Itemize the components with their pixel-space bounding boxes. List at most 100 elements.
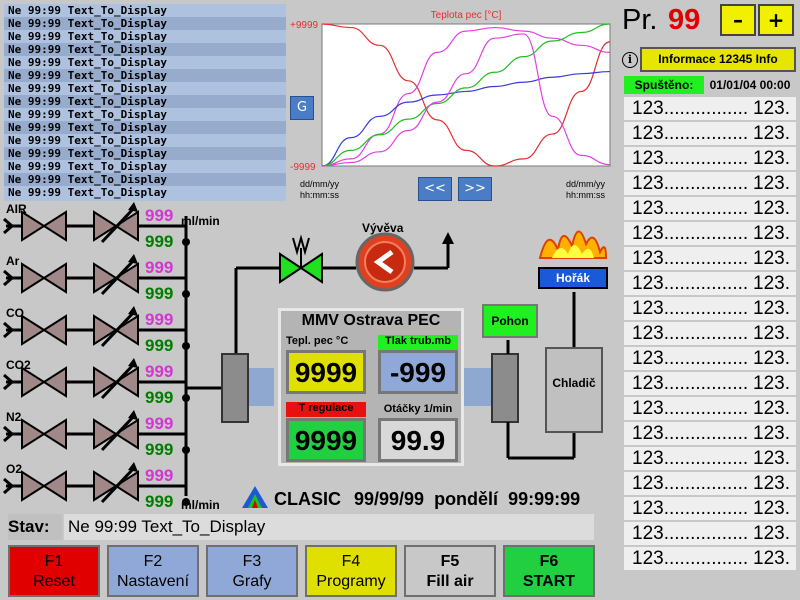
- param-row[interactable]: 123................123.: [624, 122, 796, 145]
- burner-button[interactable]: Hořák: [538, 267, 608, 289]
- param-name: 123................: [632, 448, 749, 469]
- fkey-label: Grafy: [232, 573, 272, 590]
- param-name: 123................: [632, 548, 749, 569]
- log-row: Ne 99:99 Text_To_Display: [4, 43, 286, 56]
- param-row[interactable]: 123................123.: [624, 247, 796, 270]
- param-value: 123.: [753, 473, 790, 494]
- gas-setpoint[interactable]: 999: [145, 466, 174, 485]
- gas-setpoint[interactable]: 999: [145, 362, 174, 381]
- param-row[interactable]: 123................123.: [624, 347, 796, 370]
- param-value: 123.: [753, 173, 790, 194]
- param-row[interactable]: 123................123.: [624, 97, 796, 120]
- param-value: 123.: [753, 248, 790, 269]
- param-name: 123................: [632, 123, 749, 144]
- param-value: 123.: [753, 273, 790, 294]
- vacuum-valve-icon[interactable]: [280, 250, 322, 278]
- plot-area: [321, 23, 611, 167]
- log-row: Ne 99:99 Text_To_Display: [8, 186, 167, 199]
- param-value: 123.: [753, 348, 790, 369]
- pressure-label: Tlak trub.mb: [378, 335, 458, 350]
- gas-valve-icon[interactable]: [22, 212, 66, 240]
- chart-prev-button[interactable]: <<: [418, 177, 452, 201]
- param-row[interactable]: 123................123.: [624, 322, 796, 345]
- gas-setpoint[interactable]: 999: [145, 310, 174, 329]
- gas-valve-icon[interactable]: [22, 316, 66, 344]
- y-min-label: -9999: [290, 162, 316, 173]
- param-name: 123................: [632, 198, 749, 219]
- gas-setpoint[interactable]: 999: [145, 206, 174, 225]
- gas-unit-label: ml/min: [181, 498, 220, 512]
- rpm-value[interactable]: 99.9: [378, 418, 458, 462]
- chart-g-button[interactable]: G: [290, 96, 314, 120]
- program-minus-button[interactable]: –: [720, 4, 756, 36]
- param-row[interactable]: 123................123.: [624, 422, 796, 445]
- param-value: 123.: [753, 123, 790, 144]
- gas-valve-icon[interactable]: [22, 368, 66, 396]
- program-plus-button[interactable]: +: [758, 4, 794, 36]
- log-row: Ne 99:99 Text_To_Display: [8, 134, 167, 147]
- param-name: 123................: [632, 273, 749, 294]
- vacuum-pump-icon[interactable]: [356, 234, 414, 292]
- gas-actual: 999: [145, 284, 174, 303]
- log-row: Ne 99:99 Text_To_Display: [4, 121, 286, 134]
- fkey-label: Reset: [33, 573, 75, 590]
- chart-next-button[interactable]: >>: [458, 177, 492, 201]
- gas-setpoint[interactable]: 999: [145, 414, 174, 433]
- gas-setpoint[interactable]: 999: [145, 258, 174, 277]
- param-row[interactable]: 123................123.: [624, 272, 796, 295]
- log-row: Ne 99:99 Text_To_Display: [8, 108, 167, 121]
- gas-name: N2: [6, 410, 22, 424]
- param-row[interactable]: 123................123.: [624, 372, 796, 395]
- series-line: [321, 33, 611, 167]
- param-row[interactable]: 123................123.: [624, 297, 796, 320]
- fkey-label: START: [522, 573, 576, 590]
- drive-button[interactable]: Pohon: [482, 304, 538, 338]
- param-row[interactable]: 123................123.: [624, 397, 796, 420]
- param-name: 123................: [632, 223, 749, 244]
- param-value: 123.: [753, 523, 790, 544]
- flow-control-valve-icon[interactable]: [94, 212, 138, 240]
- gas-valve-icon[interactable]: [22, 420, 66, 448]
- log-row: Ne 99:99 Text_To_Display: [8, 4, 167, 17]
- param-row[interactable]: 123................123.: [624, 447, 796, 470]
- fkey-label: Programy: [316, 573, 386, 590]
- param-name: 123................: [632, 423, 749, 444]
- fkey-code: F4: [341, 553, 361, 570]
- chart-svg: Teplota pec [°C]+9999-9999dd/mm/yyhh:mm:…: [290, 10, 611, 200]
- panel-title: MMV Ostrava PEC: [301, 312, 441, 329]
- gas-actual: 999: [145, 336, 174, 355]
- param-row[interactable]: 123................123.: [624, 172, 796, 195]
- series-line: [321, 23, 611, 167]
- param-row[interactable]: 123................123.: [624, 522, 796, 545]
- flow-control-valve-icon[interactable]: [94, 368, 138, 396]
- flow-control-valve-icon[interactable]: [94, 420, 138, 448]
- x-start-time: hh:mm:ss: [300, 190, 340, 200]
- flow-control-valve-icon[interactable]: [94, 316, 138, 344]
- param-row[interactable]: 123................123.: [624, 222, 796, 245]
- treg-value[interactable]: 9999: [286, 418, 366, 462]
- param-row[interactable]: 123................123.: [624, 547, 796, 570]
- param-value: 123.: [753, 423, 790, 444]
- param-row[interactable]: 123................123.: [624, 197, 796, 220]
- param-name: 123................: [632, 323, 749, 344]
- param-name: 123................: [632, 373, 749, 394]
- param-row[interactable]: 123................123.: [624, 147, 796, 170]
- param-name: 123................: [632, 348, 749, 369]
- flow-control-valve-icon[interactable]: [94, 472, 138, 500]
- info-button[interactable]: Informace 12345 Info: [640, 47, 796, 72]
- param-row[interactable]: 123................123.: [624, 472, 796, 495]
- gas-valve-icon[interactable]: [22, 264, 66, 292]
- flow-control-valve-icon[interactable]: [94, 264, 138, 292]
- gas-valve-icon[interactable]: [22, 472, 66, 500]
- log-row: Ne 99:99 Text_To_Display: [4, 95, 286, 108]
- param-value: 123.: [753, 323, 790, 344]
- gas-name: Ar: [6, 254, 20, 268]
- param-row[interactable]: 123................123.: [624, 497, 796, 520]
- param-name: 123................: [632, 523, 749, 544]
